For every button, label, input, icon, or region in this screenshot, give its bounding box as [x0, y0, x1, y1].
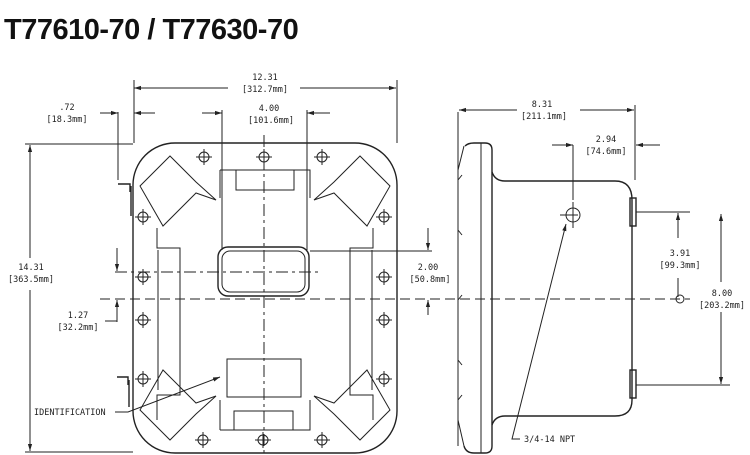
conduit-dim-mm: [74.6mm]: [586, 147, 627, 157]
depth-dim: 8.31: [532, 100, 552, 110]
low-dim-mm: [32.2mm]: [58, 323, 99, 333]
flange: [463, 142, 493, 454]
front-view: [25, 80, 690, 455]
low-dim: 1.27: [68, 311, 88, 321]
conduit-label: 3/4-14 NPT: [524, 435, 575, 445]
side-view: [458, 105, 730, 454]
identification-label: IDENTIFICATION: [34, 408, 106, 418]
center-dim: 4.00: [259, 104, 279, 114]
window-dim: 2.00: [418, 263, 438, 273]
centerline-symbol: [675, 294, 685, 304]
width-dim: 12.31: [252, 73, 278, 83]
height-dim-mm: [363.5mm]: [8, 275, 54, 285]
depth-dim-mm: [211.1mm]: [521, 112, 567, 122]
corner-block-br: [313, 369, 391, 441]
mount-nut-top: [629, 197, 637, 227]
conduit-height-dim-mm: [99.3mm]: [660, 261, 701, 271]
offset-dim: .72: [59, 103, 74, 113]
conduit-dim: 2.94: [596, 135, 616, 145]
corner-block-tl: [139, 155, 217, 227]
conduit-height-dim: 3.91: [670, 249, 690, 259]
center-dim-mm: [101.6mm]: [248, 116, 294, 126]
mount-dim: 8.00: [712, 289, 732, 299]
width-dim-mm: [312.7mm]: [242, 85, 288, 95]
hinge-bottom: [117, 376, 130, 407]
offset-dim-mm: [18.3mm]: [47, 115, 88, 125]
window-dim-mm: [50.8mm]: [410, 275, 451, 285]
drawing-title: T77610-70 / T77630-70: [4, 14, 299, 46]
housing-body: [491, 171, 633, 426]
corner-block-bl: [139, 369, 217, 441]
corner-block-tr: [313, 155, 391, 227]
hinge-top: [118, 183, 132, 216]
height-dim: 14.31: [18, 263, 44, 273]
mount-dim-mm: [203.2mm]: [699, 301, 745, 311]
enclosure-outline: [132, 142, 398, 454]
mount-nut-bottom: [629, 369, 637, 399]
